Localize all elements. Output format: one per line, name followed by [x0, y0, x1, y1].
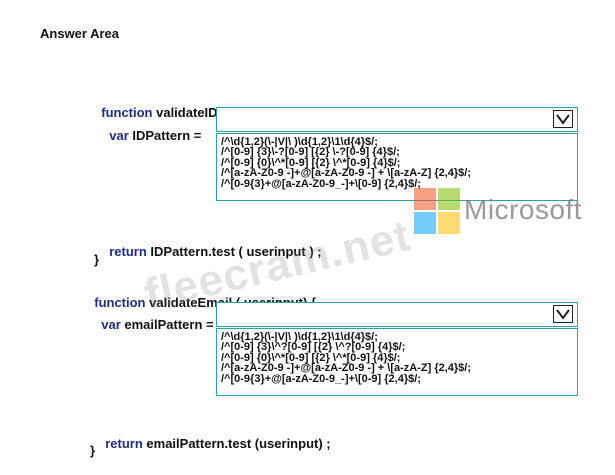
email-pattern-dropdown[interactable] — [216, 302, 578, 327]
id-pattern-options-list: /^\d{1,2}(\-|V|\ )\d{1,2}\1\d{4}$/; /^[0… — [216, 133, 578, 201]
return-keyword: return — [105, 436, 143, 451]
return-keyword: return — [109, 244, 147, 259]
email-pattern-option-4[interactable]: /^[a-zA-Z0-9 -]+@[a-zA-Z0-9 -] + \[a-zA-… — [221, 362, 472, 375]
id-pattern-option-3[interactable]: /^[0-9] {0}\^*[0-9] [{2} \^*[0-9] {4}$/; — [221, 156, 401, 169]
id-pattern-option-4[interactable]: /^[a-zA-Z0-9 -]+@[a-zA-Z0-9 -] + \[a-zA-… — [221, 167, 472, 180]
email-pattern-label: emailPattern = — [120, 317, 214, 332]
id-closing-brace: } — [94, 252, 100, 267]
function-keyword: function — [101, 105, 153, 120]
microsoft-logo — [414, 188, 460, 239]
email-pattern-option-3[interactable]: /^[0-9] {0}\^*[0-9] [{2} \^*[0-9] {4}$/; — [221, 351, 401, 364]
email-pattern-option-2[interactable]: /^[0-9] {3}\^?[0-9] [{2} \^?[0-9] {4}$/; — [221, 341, 406, 354]
email-pattern-option-1[interactable]: /^\d{1,2}(\-|V|\ )\d{1,2}\1\d{4}$/; — [221, 331, 378, 343]
email-return-statement: return emailPattern.test (userinput) ; — [98, 421, 331, 451]
id-return-statement: return IDPattern.test ( userinput ) ; — [102, 229, 322, 259]
answer-area-heading: Answer Area — [40, 26, 119, 41]
id-pattern-option-2[interactable]: /^[0-9] {3}\-?[0-9] [{2} \-?[0-9] {4}$/; — [221, 146, 400, 159]
id-pattern-option-1[interactable]: /^\d{1,2}(\-|V|\ )\d{1,2}\1\d{4}$/; — [221, 136, 378, 148]
id-pattern-label: IDPattern = — [128, 128, 202, 143]
chevron-down-icon — [556, 309, 570, 320]
chevron-down-icon — [556, 114, 570, 125]
email-pattern-options-list: /^\d{1,2}(\-|V|\ )\d{1,2}\1\d{4}$/; /^[0… — [216, 328, 578, 396]
id-pattern-dropdown-button[interactable] — [553, 110, 573, 128]
var-keyword: var — [109, 128, 129, 143]
id-pattern-declaration: var IDPattern = — [102, 113, 201, 143]
windows-logo-icon — [414, 188, 460, 234]
function-keyword: function — [94, 295, 146, 310]
email-pattern-dropdown-button[interactable] — [553, 305, 573, 323]
id-pattern-option-5[interactable]: /^[0-9{3}+@[a-zA-Z0-9_-]+\[0-9] {2,4}$/; — [221, 177, 421, 190]
microsoft-wordmark: Microsoft — [464, 194, 583, 225]
email-pattern-option-5[interactable]: /^[0-9{3}+@[a-zA-Z0-9_-]+\[0-9] {2,4}$/; — [221, 372, 421, 385]
id-return-text: IDPattern.test ( userinput ) ; — [146, 244, 322, 259]
var-keyword: var — [101, 317, 121, 332]
email-return-text: emailPattern.test (userinput) ; — [142, 436, 331, 451]
id-pattern-dropdown[interactable] — [216, 107, 578, 132]
email-closing-brace: } — [90, 443, 96, 458]
email-pattern-declaration: var emailPattern = — [94, 302, 214, 332]
